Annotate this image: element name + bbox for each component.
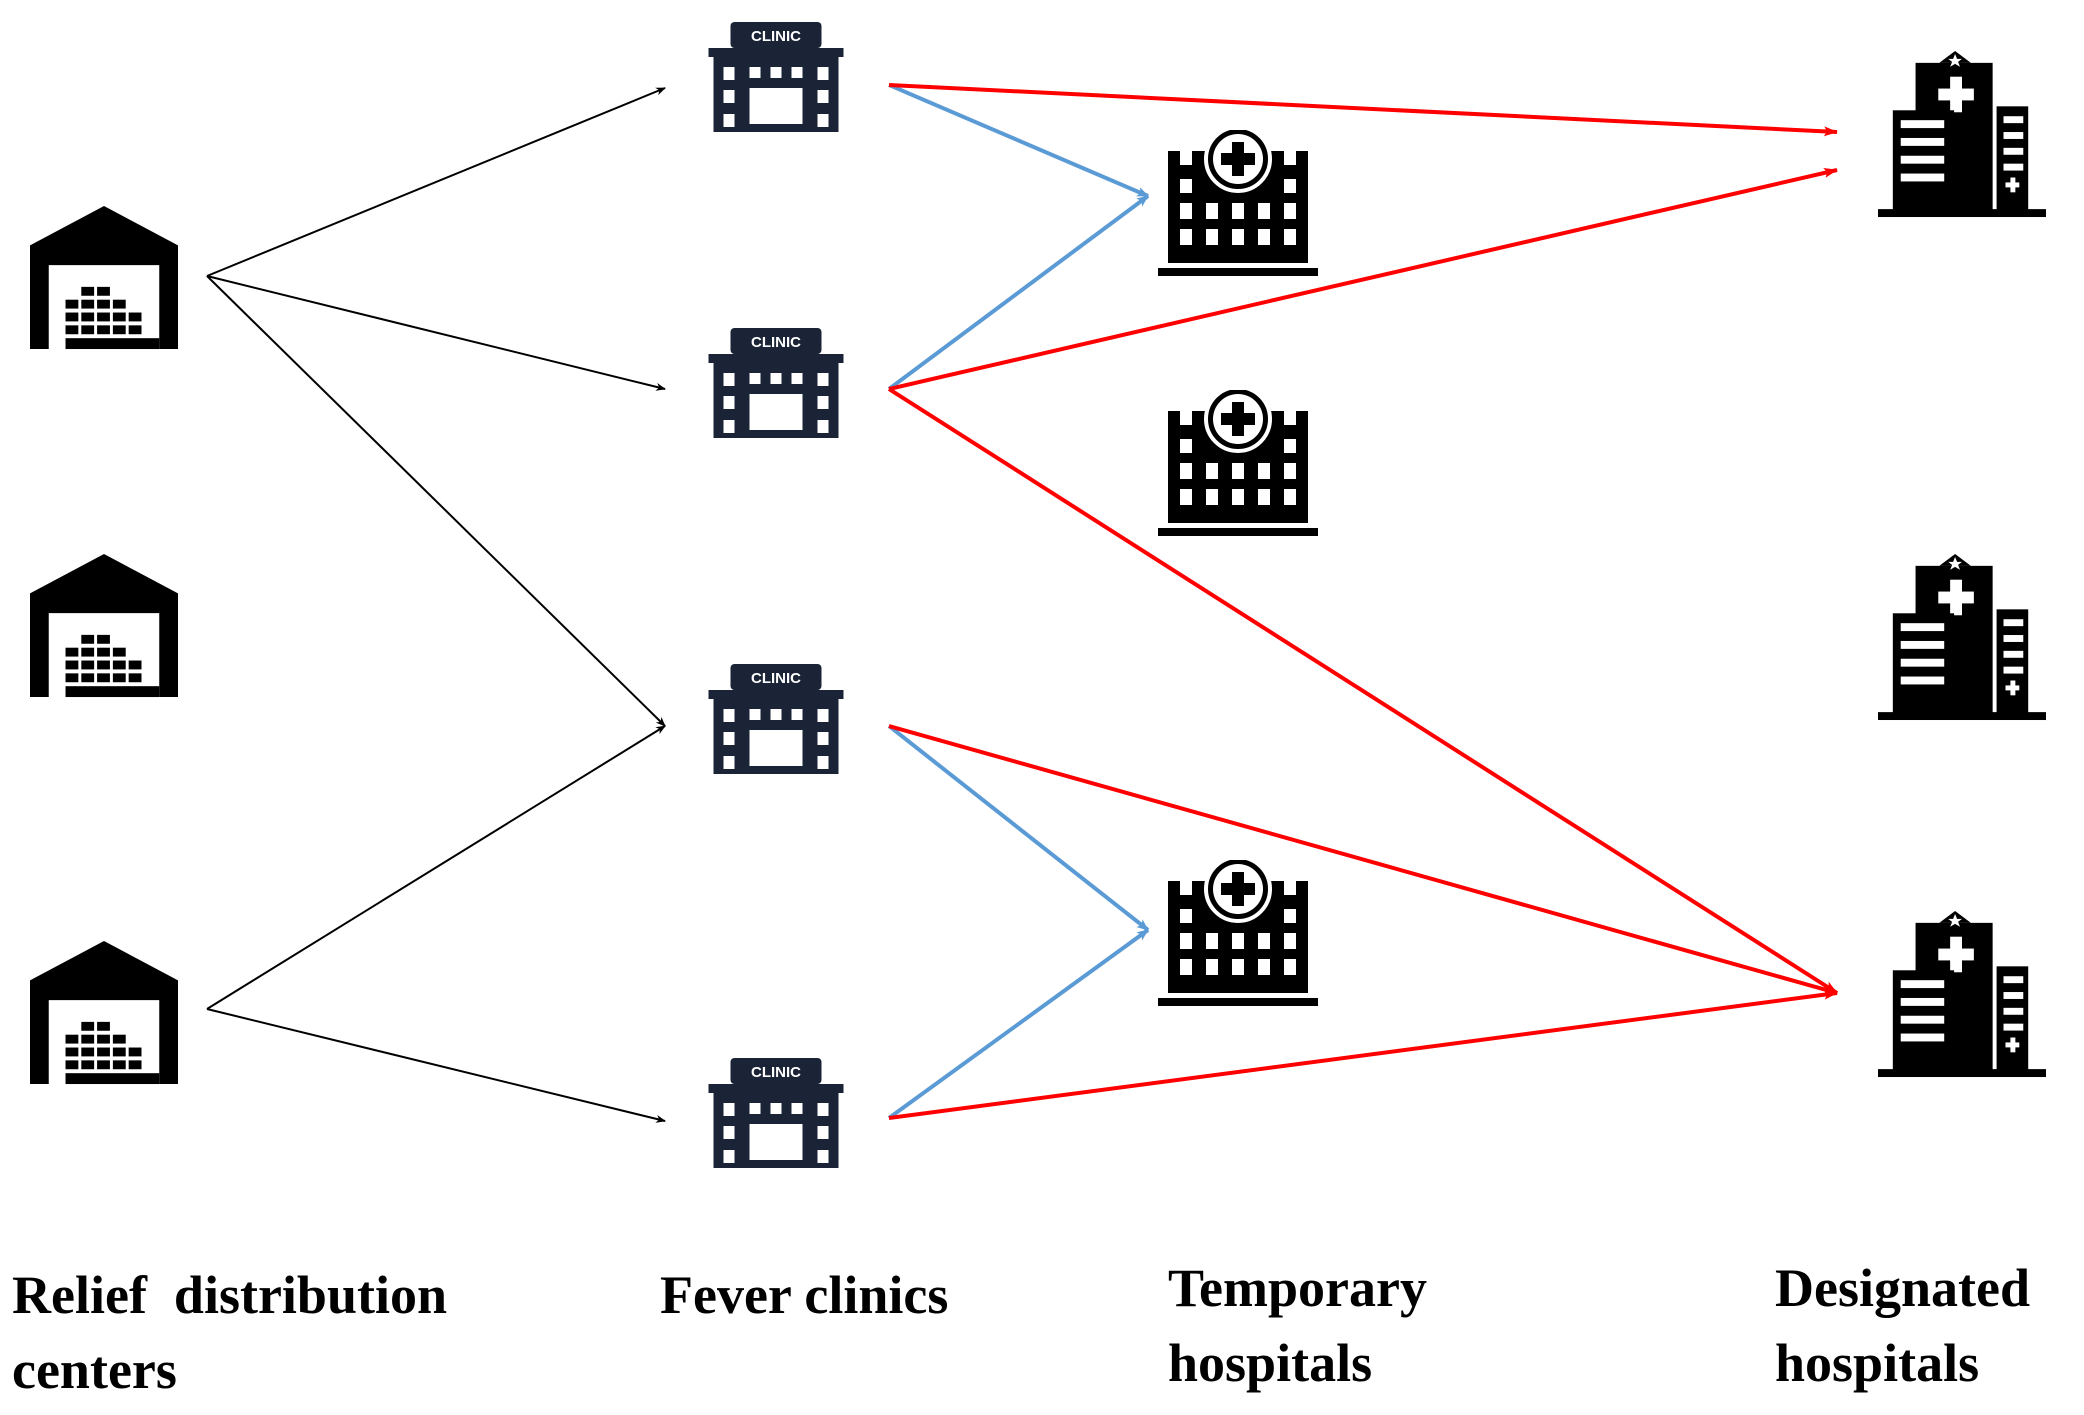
link-fever-clinic-4-to-temporary-hospital-3 <box>887 928 1150 1120</box>
temporary-hospitals-column <box>1158 127 1318 1006</box>
fever-clinic-4: CLINIC <box>708 1058 844 1168</box>
designated-hospitals-column <box>1878 51 2046 1078</box>
clinic-sign-text: CLINIC <box>751 670 801 687</box>
label-fever-clinics: Fever clinics <box>660 1265 948 1325</box>
label-relief-centers-line2: centers <box>12 1340 177 1400</box>
temporary-hospital-icon <box>1158 857 1318 1006</box>
link-fever-clinic-3-to-designated-hospital-3 <box>888 724 1838 995</box>
fever-clinic-1: CLINIC <box>708 22 844 132</box>
label-relief-centers-line1: Relief distribution <box>12 1265 447 1325</box>
link-relief-center-1-to-fever-clinic-1 <box>206 87 666 277</box>
link-relief-center-1-to-fever-clinic-2 <box>206 275 666 391</box>
link-fever-clinic-4-to-designated-hospital-3 <box>888 989 1838 1120</box>
designated-hospital-icon <box>1878 554 2046 721</box>
label-temporary-hospitals-line2: hospitals <box>1168 1333 1372 1393</box>
link-fever-clinic-3-to-temporary-hospital-3 <box>887 724 1150 932</box>
warehouse-icon <box>30 205 178 350</box>
link-relief-center-1-to-fever-clinic-3 <box>206 275 666 727</box>
temporary-hospital-icon <box>1158 387 1318 536</box>
label-designated-hospitals-line1: Designated <box>1775 1258 2030 1318</box>
clinic-sign-text: CLINIC <box>751 334 801 351</box>
temporary-hospital-icon <box>1158 127 1318 276</box>
fever-clinic-3: CLINIC <box>708 664 844 774</box>
link-relief-center-3-to-fever-clinic-3 <box>206 725 666 1010</box>
label-temporary-hospitals-line1: Temporary <box>1168 1258 1427 1318</box>
clinic-sign-text: CLINIC <box>751 1064 801 1081</box>
designated-hospital-icon <box>1878 51 2046 218</box>
link-relief-center-3-to-fever-clinic-4 <box>206 1008 666 1123</box>
warehouse-icon <box>30 940 178 1085</box>
link-fever-clinic-2-to-temporary-hospital-1 <box>887 194 1150 391</box>
warehouse-icon <box>30 553 178 698</box>
fever-clinics-column: CLINIC CLINIC CLINIC CLINIC <box>708 22 844 1168</box>
fever-clinic-2: CLINIC <box>708 328 844 438</box>
link-fever-clinic-1-to-temporary-hospital-1 <box>888 83 1149 198</box>
designated-hospital-icon <box>1878 911 2046 1078</box>
network-links <box>206 83 1839 1123</box>
clinic-sign-text: CLINIC <box>751 28 801 45</box>
relief-centers-column <box>30 205 178 1085</box>
link-fever-clinic-2-to-designated-hospital-1 <box>888 168 1838 391</box>
label-designated-hospitals-line2: hospitals <box>1775 1333 1979 1393</box>
column-labels: Relief distribution centers Fever clinic… <box>12 1258 2030 1400</box>
link-fever-clinic-2-to-designated-hospital-3 <box>887 387 1839 995</box>
link-fever-clinic-1-to-designated-hospital-1 <box>888 83 1838 137</box>
